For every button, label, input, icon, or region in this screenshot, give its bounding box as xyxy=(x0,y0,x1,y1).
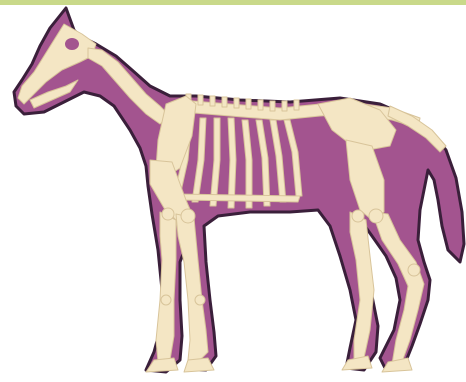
eye-socket xyxy=(65,38,79,50)
horse-body-silhouette xyxy=(14,8,464,372)
